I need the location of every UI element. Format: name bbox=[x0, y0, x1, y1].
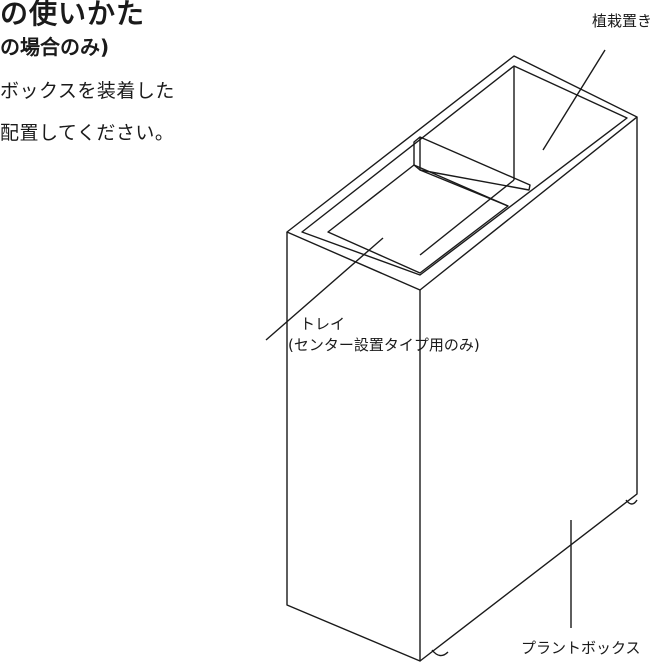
label-tray: トレイ bbox=[300, 315, 346, 333]
section-title: の使いかた bbox=[0, 0, 146, 30]
center-divider bbox=[413, 136, 531, 191]
instruction-line-2: 配置してください。 bbox=[0, 122, 175, 144]
box-top-rim bbox=[286, 55, 638, 291]
label-plant-box: プラントボックス bbox=[521, 639, 641, 657]
leader-tray bbox=[265, 237, 384, 341]
leader-planting bbox=[542, 49, 606, 151]
inner-left-wall bbox=[419, 179, 515, 256]
box-left-panel bbox=[286, 232, 421, 662]
label-tray-note: (センター設置タイプ用のみ) bbox=[288, 336, 480, 354]
box-inner-opening bbox=[301, 65, 628, 276]
foot-front bbox=[431, 649, 449, 657]
box-right-panel bbox=[419, 117, 638, 662]
foot-right bbox=[625, 499, 638, 505]
instruction-line-1: ボックスを装着した bbox=[0, 80, 175, 102]
section-subtitle: の場合のみ) bbox=[0, 35, 110, 59]
label-planting-area: 植栽置き bbox=[592, 12, 653, 30]
